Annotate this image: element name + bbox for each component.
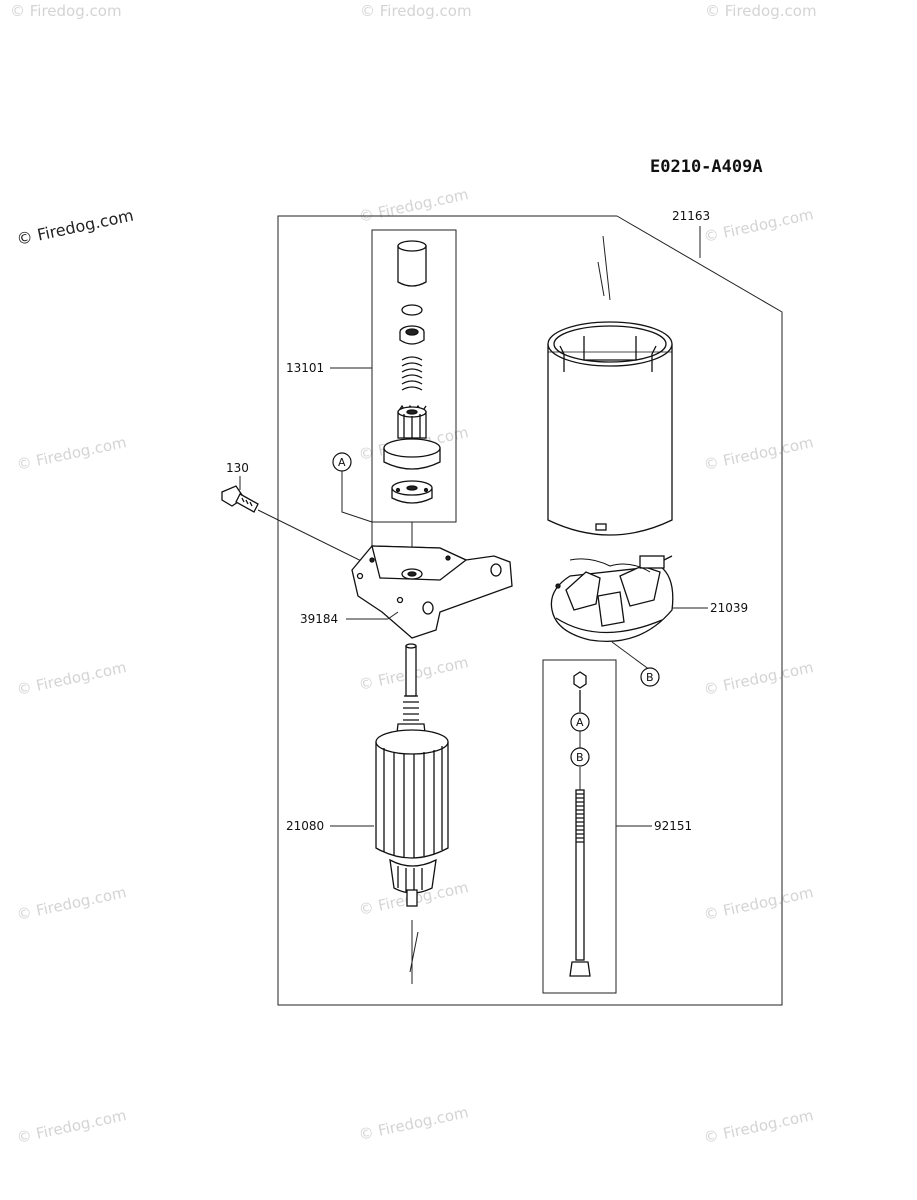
watermark: © Firedog.com [15, 883, 128, 924]
brush-holder-21039 [550, 555, 674, 643]
reference-marker-b[interactable]: B [640, 667, 660, 687]
part-label-130[interactable]: 130 [226, 461, 249, 475]
reference-marker-a[interactable]: A [332, 452, 352, 472]
watermark-primary: © Firedog.com [15, 206, 135, 249]
svg-text:B: B [646, 671, 654, 684]
yoke-housing-21163 [547, 321, 673, 536]
watermark: © Firedog.com [705, 2, 817, 20]
svg-text:A: A [576, 716, 584, 729]
reference-marker-b-bolt[interactable]: B [570, 747, 590, 767]
assembly-outline [277, 215, 783, 1006]
watermark: © Firedog.com [15, 1106, 128, 1147]
part-label-21039[interactable]: 21039 [710, 601, 748, 615]
part-label-21080[interactable]: 21080 [286, 819, 324, 833]
watermark: © Firedog.com [360, 2, 472, 20]
watermark: © Firedog.com [702, 1106, 815, 1147]
watermark: © Firedog.com [702, 658, 815, 699]
watermark: © Firedog.com [702, 883, 815, 924]
part-label-13101[interactable]: 13101 [286, 361, 324, 375]
watermark: © Firedog.com [702, 205, 815, 246]
bracket-39184 [351, 545, 513, 639]
watermark: © Firedog.com [10, 2, 122, 20]
diagram-code: E0210-A409A [650, 157, 763, 177]
svg-text:A: A [338, 456, 346, 469]
reference-marker-a-bolt[interactable]: A [570, 712, 590, 732]
pinion-assembly [383, 240, 441, 504]
part-label-39184[interactable]: 39184 [300, 612, 338, 626]
pinion-assembly-box [371, 229, 457, 523]
armature-21080 [375, 643, 449, 907]
watermark: © Firedog.com [357, 185, 470, 226]
watermark: © Firedog.com [357, 1103, 470, 1144]
watermark: © Firedog.com [702, 433, 815, 474]
part-label-92151[interactable]: 92151 [654, 819, 692, 833]
bolt-130 [221, 485, 259, 513]
svg-text:B: B [576, 751, 584, 764]
watermark: © Firedog.com [15, 433, 128, 474]
watermark: © Firedog.com [15, 658, 128, 699]
part-label-21163[interactable]: 21163 [672, 209, 710, 223]
through-bolt-92151 [569, 671, 591, 977]
